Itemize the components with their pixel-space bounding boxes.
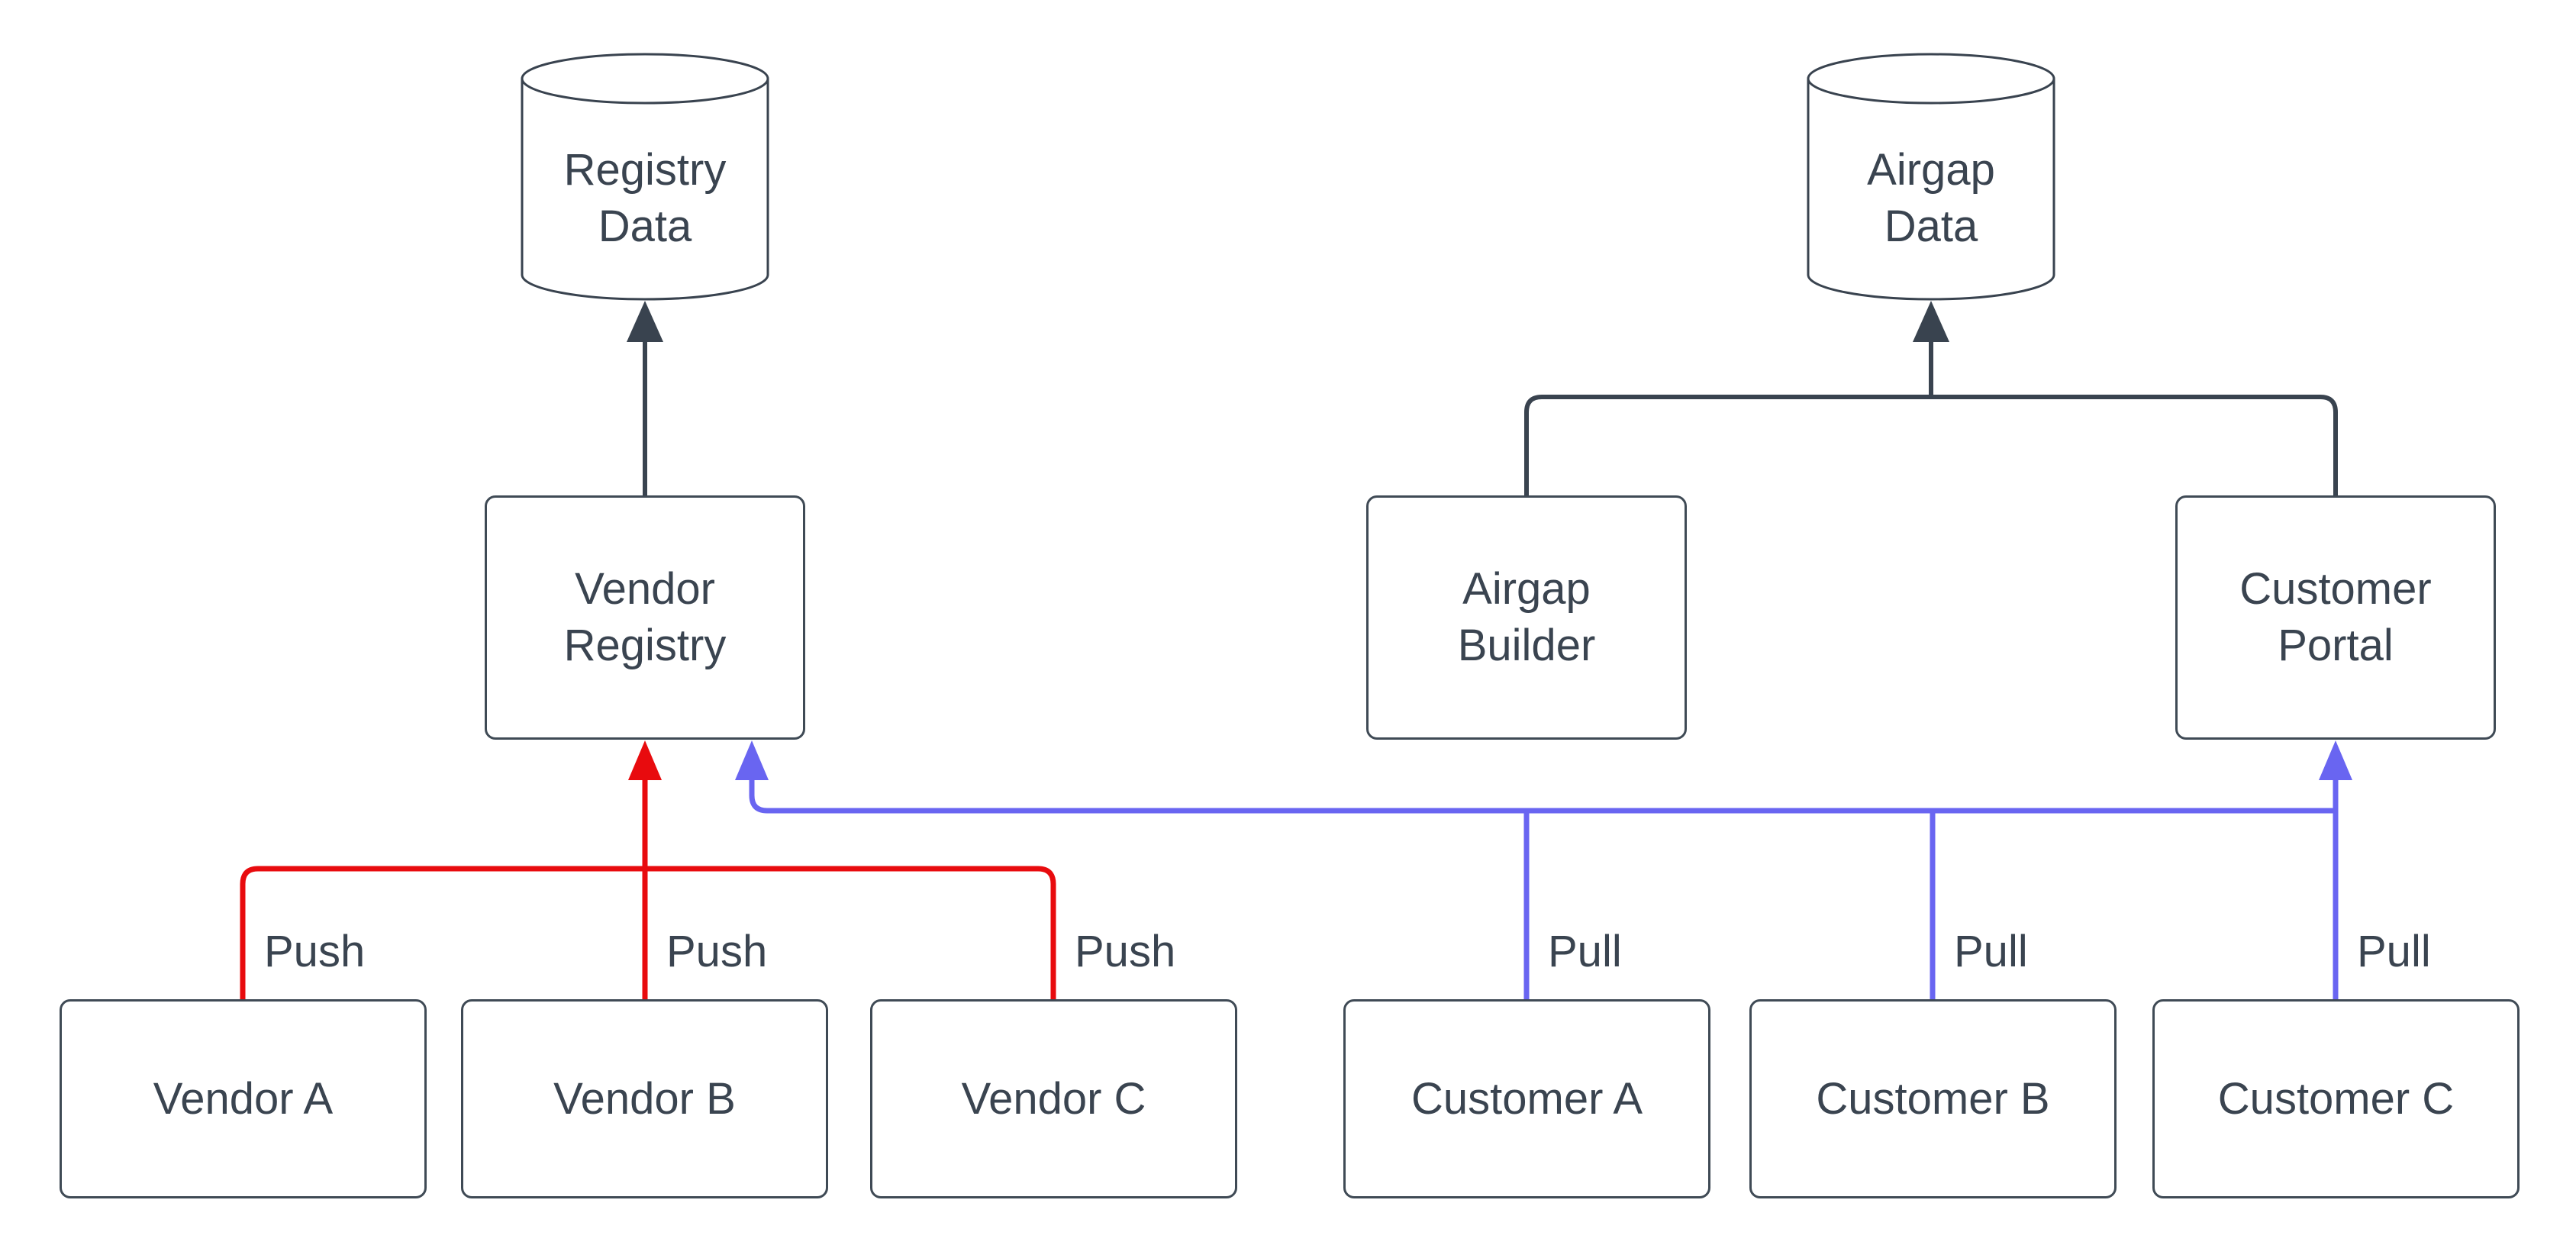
- edge-label-pull-customer-a: Pull: [1548, 927, 1622, 976]
- edge-label-pull-customer-b: Pull: [1954, 927, 2028, 976]
- node-customer-c: Customer C: [2152, 999, 2520, 1198]
- edge-airgap-branches: [1524, 395, 2338, 495]
- airgap-data-cylinder-body: [1807, 79, 2055, 301]
- edge-push-rail: [240, 866, 1056, 999]
- node-vendor-a: Vendor A: [60, 999, 427, 1198]
- node-vendor-registry: Vendor Registry: [485, 495, 805, 740]
- edge-label-push-vendor-a: Push: [264, 927, 366, 976]
- arrowhead-push-vendor-registry: [628, 740, 662, 780]
- node-airgap-builder: Airgap Builder: [1366, 495, 1687, 740]
- node-customer-a: Customer A: [1343, 999, 1710, 1198]
- edge-label-push-vendor-b: Push: [666, 927, 768, 976]
- edge-label-pull-customer-c: Pull: [2357, 927, 2431, 976]
- arrowhead-pull-customer-portal: [2319, 740, 2352, 780]
- node-airgap-data-label: Airgap Data: [1867, 145, 1995, 251]
- node-vendor-c: Vendor C: [870, 999, 1237, 1198]
- arrowhead-pull-vendor-registry: [735, 740, 769, 780]
- node-vendor-b: Vendor B: [461, 999, 828, 1198]
- registry-data-cylinder-top: [521, 53, 769, 105]
- edge-pull-rail: [749, 777, 2336, 814]
- edge-label-push-vendor-c: Push: [1075, 927, 1176, 976]
- node-customer-portal: Customer Portal: [2175, 495, 2496, 740]
- airgap-data-cylinder-top: [1807, 53, 2055, 105]
- node-registry-data-label: Registry Data: [563, 145, 727, 251]
- node-customer-b: Customer B: [1749, 999, 2117, 1198]
- registry-data-cylinder-body: [521, 79, 769, 301]
- arrowhead-airgap-data: [1913, 301, 1949, 342]
- arrowhead-registry-data: [627, 301, 663, 342]
